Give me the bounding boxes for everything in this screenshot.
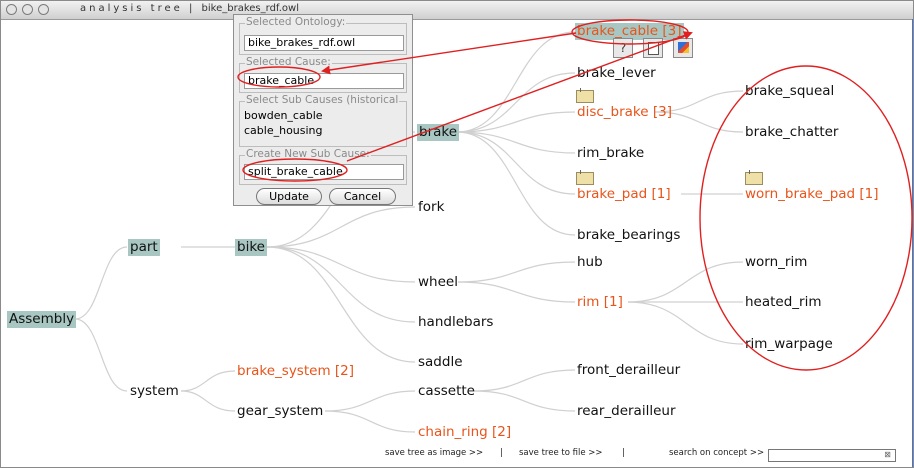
node-bike[interactable]: bike (235, 239, 267, 256)
close-window-button[interactable] (6, 4, 17, 15)
node-disc-brake[interactable]: disc_brake [3] (577, 104, 672, 120)
node-assembly[interactable]: Assembly (7, 311, 77, 328)
node-brake-pad[interactable]: brake_pad [1] (577, 186, 671, 202)
create-group: Create New Sub Cause: split_brake_cable (239, 148, 407, 185)
ontology-field[interactable]: bike_brakes_rdf.owl (244, 35, 404, 51)
node-rim[interactable]: rim [1] (577, 294, 623, 310)
node-heated-rim[interactable]: heated_rim (745, 294, 822, 310)
node-wheel[interactable]: wheel (418, 274, 458, 290)
footer-separator: | (500, 448, 503, 458)
cause-group: Selected Cause: brake_cable (239, 56, 407, 93)
subcauses-group: Select Sub Causes (historical bowden_cab… (239, 94, 407, 147)
clear-search-icon[interactable]: ⊠ (884, 450, 891, 459)
window-title: analysis tree | bike_brakes_rdf.owl (80, 3, 299, 14)
ontology-group: Selected Ontology: bike_brakes_rdf.owl (239, 16, 407, 55)
save-file-link[interactable]: save tree to file >> (519, 448, 603, 458)
cause-label: Selected Cause: (245, 56, 332, 68)
cause-field[interactable]: brake_cable (244, 73, 404, 89)
footer-separator: | (622, 448, 625, 458)
subcause-item[interactable]: cable_housing (244, 124, 323, 137)
node-rear-derailleur[interactable]: rear_derailleur (577, 403, 676, 419)
note-icon[interactable] (576, 88, 594, 103)
node-rim-brake[interactable]: rim_brake (577, 145, 645, 161)
title-bar[interactable]: analysis tree | bike_brakes_rdf.owl (1, 1, 913, 20)
new-subcause-input[interactable]: split_brake_cable (244, 164, 404, 180)
node-handlebars[interactable]: handlebars (418, 314, 494, 330)
node-cassette[interactable]: cassette (418, 383, 475, 399)
graph-icon[interactable] (673, 38, 693, 58)
node-brake-bearings[interactable]: brake_bearings (577, 227, 681, 243)
node-saddle[interactable]: saddle (418, 354, 463, 370)
node-fork[interactable]: fork (418, 199, 445, 215)
note-icon[interactable] (745, 170, 763, 185)
create-label: Create New Sub Cause: (245, 148, 371, 160)
subcause-item[interactable]: bowden_cable (244, 109, 323, 122)
sub-cause-dialog: Selected Ontology: bike_brakes_rdf.owl S… (233, 14, 413, 206)
node-brake-squeal[interactable]: brake_squeal (745, 83, 835, 99)
node-brake-system[interactable]: brake_system [2] (237, 363, 355, 379)
node-chain-ring[interactable]: chain_ring [2] (418, 424, 512, 440)
colorful-graph-icon (677, 42, 689, 53)
node-front-derailleur[interactable]: front_derailleur (577, 362, 681, 378)
node-brake-lever[interactable]: brake_lever (577, 65, 656, 81)
help-icon[interactable]: ? (613, 38, 633, 58)
node-system[interactable]: system (130, 383, 179, 399)
minimize-window-button[interactable] (22, 4, 33, 15)
note-icon[interactable] (643, 38, 663, 58)
page-icon (647, 42, 659, 55)
subcauses-label: Select Sub Causes (historical (245, 94, 400, 106)
node-rim-warpage[interactable]: rim_warpage (745, 336, 833, 352)
cancel-button[interactable]: Cancel (329, 188, 396, 205)
search-label: search on concept >> (669, 448, 765, 458)
node-brake-chatter[interactable]: brake_chatter (745, 124, 839, 140)
save-image-link[interactable]: save tree as image >> (385, 448, 484, 458)
update-button[interactable]: Update (256, 188, 322, 205)
search-input[interactable] (768, 449, 896, 462)
node-hub[interactable]: hub (577, 254, 603, 270)
node-part[interactable]: part (128, 239, 160, 256)
node-worn-brake-pad[interactable]: worn_brake_pad [1] (745, 186, 879, 202)
node-worn-rim[interactable]: worn_rim (745, 254, 808, 270)
zoom-window-button[interactable] (38, 4, 49, 15)
node-gear-system[interactable]: gear_system (237, 403, 324, 419)
node-brake[interactable]: brake (417, 124, 460, 141)
note-icon[interactable] (576, 170, 594, 185)
ontology-label: Selected Ontology: (245, 16, 347, 28)
